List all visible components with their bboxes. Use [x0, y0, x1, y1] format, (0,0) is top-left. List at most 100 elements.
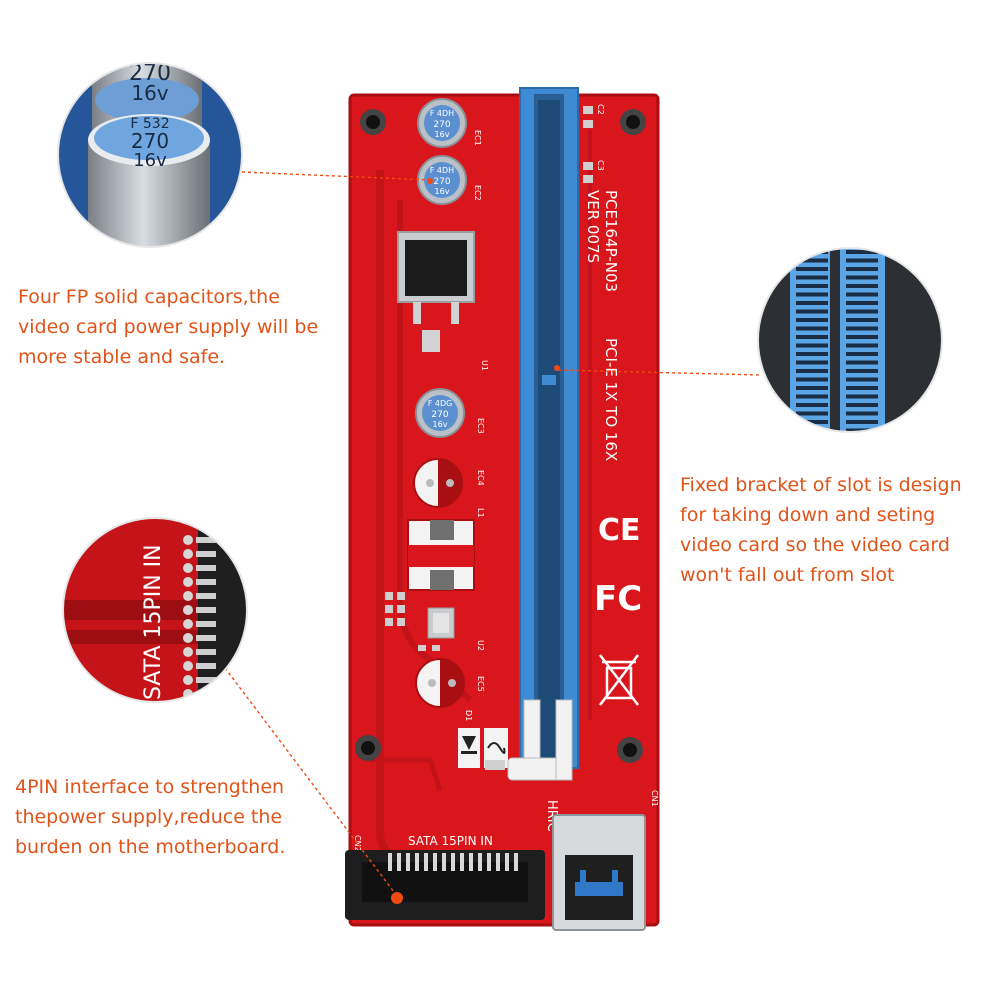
slot-contact — [796, 326, 828, 331]
connector-pin — [183, 633, 193, 643]
svg-text:F 4DG: F 4DG — [428, 399, 453, 408]
slot-contact — [796, 301, 828, 305]
svg-text:270: 270 — [433, 120, 450, 130]
slot-contact — [846, 360, 878, 365]
label-ec3: EC3 — [476, 418, 485, 434]
label-c2: C2 — [596, 104, 605, 115]
callout-line-capacitors — [241, 171, 431, 181]
sata-pin — [469, 853, 473, 871]
svg-text:16v: 16v — [435, 130, 450, 139]
svg-text:F 532: F 532 — [130, 116, 169, 132]
capacitor-ec2: F 4DH 270 16v — [417, 155, 467, 205]
board-version-label: VER 007S — [584, 190, 602, 263]
svg-text:270: 270 — [433, 177, 450, 187]
label-l1: L1 — [476, 508, 485, 518]
slot-contact — [846, 386, 878, 390]
sata-pin — [433, 853, 437, 871]
label-u2: U2 — [476, 640, 485, 651]
svg-text:SATA 15PIN IN: SATA 15PIN IN — [141, 544, 166, 700]
slot-contact — [846, 377, 878, 382]
svg-text:16v: 16v — [433, 420, 448, 429]
slot-contact — [796, 428, 828, 432]
slot-contact — [846, 326, 878, 331]
mount-hole — [617, 737, 643, 763]
slot-contact — [796, 411, 828, 416]
connector-pin — [183, 535, 193, 545]
slot-contact — [846, 394, 878, 399]
sata-pin — [397, 853, 401, 871]
slot-contact — [796, 335, 828, 339]
connector-pin — [183, 619, 193, 629]
slot-contact — [796, 309, 828, 314]
weee-bin-icon — [599, 654, 639, 706]
slot-contact — [796, 343, 828, 348]
slot-contact — [796, 267, 828, 271]
connector-lead — [196, 607, 216, 613]
slot-contact — [846, 275, 878, 280]
sata-15pin-connector — [345, 850, 545, 920]
connector-lead — [196, 579, 216, 585]
mount-hole — [360, 109, 386, 135]
sata-pin — [406, 853, 410, 871]
svg-text:16v: 16v — [133, 150, 167, 171]
slot-contact — [796, 369, 828, 373]
slot-contact — [796, 420, 828, 424]
label-ec2: EC2 — [473, 185, 482, 201]
board-model-label: PCE164P-N03 — [602, 190, 620, 292]
slot-contact — [846, 267, 878, 271]
connector-pin — [183, 549, 193, 559]
connector-lead — [196, 551, 216, 557]
capacitor-ec3: F 4DG 270 16v — [415, 388, 465, 438]
zoom-sata-connector: SATA 15PIN IN — [63, 518, 247, 702]
pcb-board: F 4DH 270 16v F 4DH 270 16v EC1 EC2 U1 — [345, 87, 660, 931]
sata-pin — [451, 853, 455, 871]
connector-pin — [183, 563, 193, 573]
slot-contact — [846, 292, 878, 297]
slot-contact — [846, 301, 878, 305]
slot-contact — [846, 420, 878, 424]
slot-contact — [846, 352, 878, 356]
svg-text:270: 270 — [131, 129, 169, 153]
slot-contact — [846, 284, 878, 288]
slot-contact — [846, 258, 878, 263]
slot-contact — [796, 318, 828, 322]
label-ec1: EC1 — [473, 130, 482, 146]
capacitor-pad-ec5 — [415, 658, 465, 708]
ce-mark: CE — [598, 513, 641, 548]
slot-contact — [796, 360, 828, 365]
slot-contact — [846, 369, 878, 373]
capacitor-pad-ec4 — [413, 458, 463, 508]
slot-contact — [796, 275, 828, 280]
zoom-frame — [62, 517, 248, 703]
smd-c3-pad — [583, 175, 593, 183]
fc-mark: FC — [594, 579, 642, 619]
slot-contact — [796, 352, 828, 356]
label-cn1: CN1 — [650, 790, 659, 807]
sata-pin — [505, 853, 509, 871]
slot-contact — [846, 403, 878, 407]
connector-pin — [183, 605, 193, 615]
usb3-port — [552, 814, 646, 931]
svg-text:270: 270 — [431, 410, 448, 420]
connector-pin — [183, 675, 193, 685]
inductor-l1 — [407, 519, 475, 591]
diode-d1 — [458, 728, 508, 770]
connector-pin — [183, 591, 193, 601]
slot-contact — [796, 377, 828, 382]
connector-lead — [196, 565, 216, 571]
sata-pin — [442, 853, 446, 871]
mount-hole — [355, 735, 381, 761]
svg-text:270: 270 — [129, 61, 171, 86]
connector-lead — [196, 621, 216, 627]
sata-pin — [388, 853, 392, 871]
connector-lead — [196, 677, 216, 683]
label-c3: C3 — [596, 160, 605, 171]
sata-pin — [415, 853, 419, 871]
callout-line-slot — [557, 369, 761, 376]
capacitor-ec1: F 4DH 270 16v — [417, 98, 467, 148]
slot-contact — [796, 292, 828, 297]
sata-pin — [478, 853, 482, 871]
slot-contact — [796, 284, 828, 288]
slot-contact — [846, 318, 878, 322]
